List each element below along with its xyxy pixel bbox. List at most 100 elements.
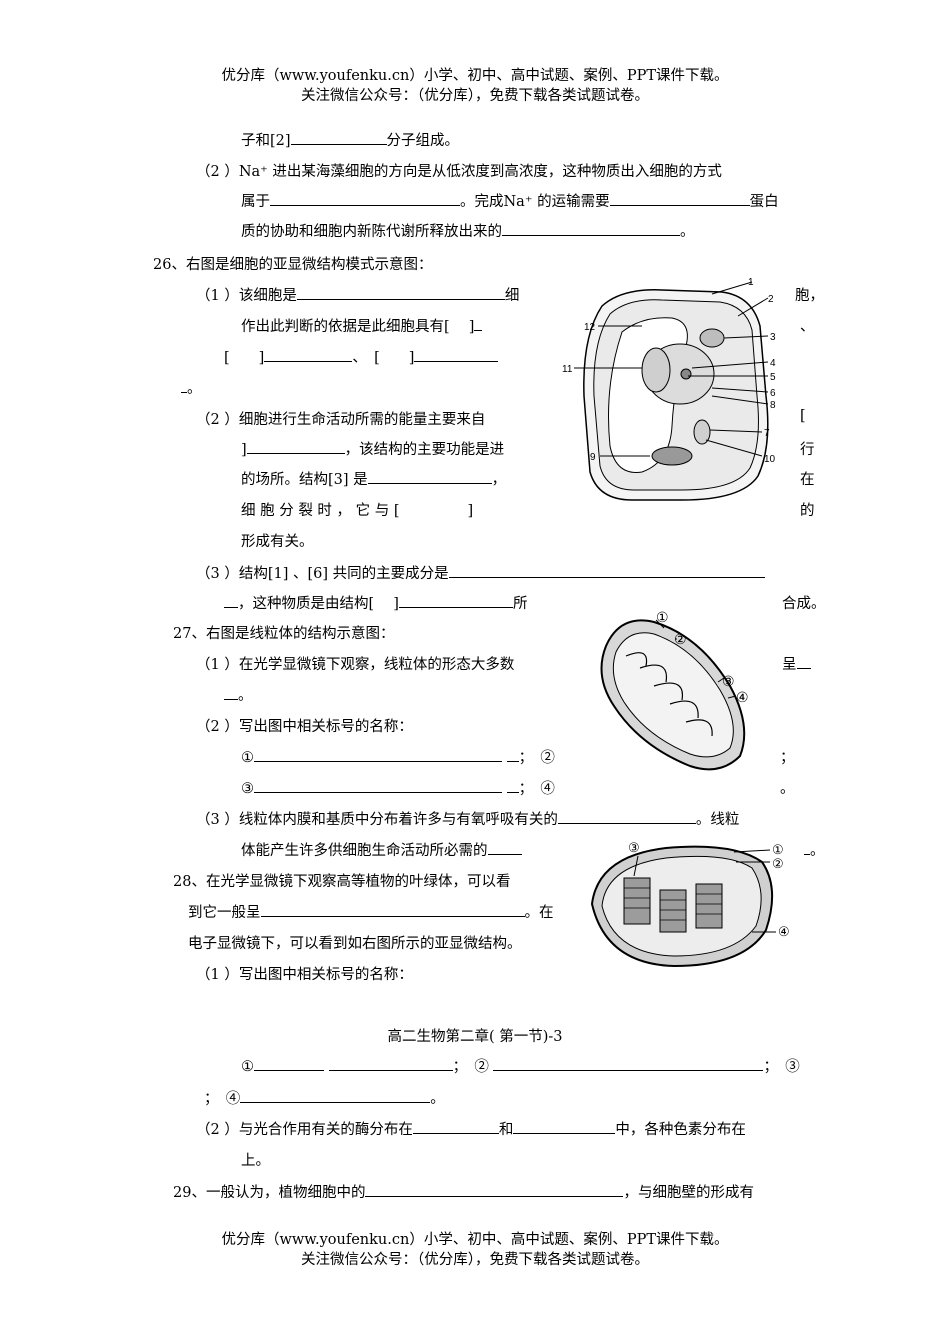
blank[interactable]: [448, 563, 765, 578]
q27-p3-line2: 体能产生许多供细胞生命活动所必需的: [241, 839, 522, 860]
q25-line-0: 子和[2]分子组成。: [241, 129, 459, 150]
q26-p2-tail3: 的: [800, 503, 815, 519]
q25-line-3: 质的协助和细胞内新陈代谢所释放出来的。: [241, 220, 695, 241]
mitochondrion-figure: ① ② ③ ④: [590, 606, 766, 776]
blank[interactable]: [365, 1182, 624, 1197]
blank[interactable]: [487, 840, 522, 855]
blank[interactable]: [502, 221, 680, 236]
blank[interactable]: [367, 469, 492, 484]
blank[interactable]: [254, 1056, 324, 1071]
blank[interactable]: [328, 1056, 453, 1071]
mito-label-4: ④: [736, 690, 749, 706]
blank[interactable]: [412, 1119, 499, 1134]
q26-p1-line4: 。: [181, 377, 202, 398]
q28-line1: 28、在光学显微镜下观察高等植物的叶绿体，可以看: [173, 874, 511, 890]
q26-p2-tail2: 在: [800, 472, 815, 488]
blank[interactable]: [414, 347, 499, 362]
q26-p1-line3: [ ]、 [ ]: [224, 346, 499, 367]
chloro-label-2: ②: [772, 857, 784, 872]
blank[interactable]: [557, 809, 696, 824]
blank[interactable]: [246, 439, 345, 454]
chloroplast-figure: ③ ① ② ④: [584, 838, 796, 972]
fig-label-6: 6: [770, 388, 776, 399]
q26-p1-line2: 作出此判断的依据是此细胞具有[ ]: [241, 315, 483, 336]
q26-p2-line5: 形成有关。: [241, 534, 314, 550]
footer-line-2: 关注微信公众号：（优分库），免费下载各类试题试卷。: [301, 1252, 649, 1268]
fig-label-3: 3: [770, 332, 776, 343]
chloro-label-3: ③: [628, 841, 640, 856]
blank[interactable]: [254, 778, 502, 793]
q28-line2: 到它一般呈。在: [188, 901, 554, 922]
q27-p3-line1: （3 ）线粒体内膜和基质中分布着许多与有氧呼吸有关的。线粒: [196, 808, 739, 829]
q26-p1-tail: 胞，: [795, 288, 824, 304]
q26-p1-tail2: 、: [800, 319, 815, 335]
q27-names-2: ③ ； ④: [241, 777, 555, 798]
q27-names-2-tail: 。: [780, 781, 795, 797]
q25-line-2: 属于。完成Na⁺ 的运输需要蛋白: [241, 190, 779, 211]
q27-p3-tail: 。: [804, 839, 825, 860]
blank[interactable]: [609, 191, 750, 206]
blank[interactable]: [493, 1056, 764, 1071]
blank[interactable]: [513, 1119, 616, 1134]
q28-names-2: ； ④。: [204, 1087, 445, 1108]
chloro-label-4: ④: [778, 925, 790, 940]
blank[interactable]: [181, 378, 187, 393]
blank[interactable]: [804, 840, 810, 855]
blank[interactable]: [796, 654, 811, 669]
q26-p2-tail: 行: [800, 442, 815, 458]
q28-line3: 电子显微镜下，可以看到如右图所示的亚显微结构。: [188, 936, 522, 952]
q28-names-1: ① ； ② ； ③: [241, 1055, 800, 1076]
fig-label-1: 1: [748, 277, 754, 288]
fig-label-5: 5: [770, 372, 776, 383]
fig-label-9: 9: [590, 452, 596, 463]
fig-label-2: 2: [768, 294, 774, 305]
fig-label-8: 8: [770, 400, 776, 411]
blank[interactable]: [290, 130, 387, 145]
fig-label-12: 12: [584, 322, 596, 333]
q26-title: 26、右图是细胞的亚显微结构模式示意图：: [153, 257, 433, 273]
blank[interactable]: [254, 747, 502, 762]
page-label: 高二生物第二章( 第一节)-3: [387, 1029, 563, 1045]
blank[interactable]: [264, 347, 353, 362]
q27-title: 27、右图是线粒体的结构示意图：: [173, 626, 395, 642]
blank[interactable]: [240, 1088, 431, 1103]
q27-p1-tail: 呈: [782, 653, 811, 674]
q26-p3-tail: 合成。: [782, 596, 826, 612]
mito-label-1: ①: [656, 610, 669, 626]
q26-p2-bracket: [: [800, 408, 806, 424]
q28-p2-line2: 上。: [241, 1153, 270, 1169]
q25-line-1: （2 ）Na⁺ 进出某海藻细胞的方向是从低浓度到高浓度，这种物质出入细胞的方式: [196, 164, 722, 180]
blank[interactable]: [224, 685, 238, 700]
q29-line: 29、一般认为，植物细胞中的，与细胞壁的形成有: [173, 1181, 754, 1202]
header-line-1: 优分库（www.youfenku.cn）小学、初中、高中试题、案例、PPT课件下…: [221, 68, 729, 84]
blank[interactable]: [270, 191, 460, 206]
q26-p3-line2: ，这种物质是由结构[ ]所: [224, 592, 527, 613]
q26-p2-line1: （2 ）细胞进行生命活动所需的能量主要来自: [196, 412, 486, 428]
blank[interactable]: [296, 285, 505, 300]
q28-p2-line1: （2 ）与光合作用有关的酶分布在和中，各种色素分布在: [196, 1118, 746, 1139]
q28-line4: （1 ）写出图中相关标号的名称：: [196, 967, 413, 983]
blank[interactable]: [474, 316, 483, 331]
blank[interactable]: [506, 778, 519, 793]
q27-names-1-tail: ；: [780, 750, 795, 766]
q26-p2-line2: ]，该结构的主要功能是进: [241, 438, 504, 459]
q26-p1-line1: （1 ）该细胞是细: [196, 284, 519, 305]
mito-label-2: ②: [674, 632, 687, 648]
q27-p1-line2: 。: [224, 684, 253, 705]
chloro-label-1: ①: [772, 843, 784, 858]
fig-label-7: 7: [764, 428, 770, 439]
mito-label-3: ③: [722, 674, 735, 690]
q27-p1-line1: （1 ）在光学显微镜下观察，线粒体的形态大多数: [196, 657, 515, 673]
blank[interactable]: [260, 902, 525, 917]
fig-label-10: 10: [764, 454, 776, 465]
q27-names-1: ① ； ②: [241, 746, 555, 767]
q26-p2-line4: 细 胞 分 裂 时 ， 它 与 []: [241, 503, 474, 519]
q26-p3-line1: （3 ）结构[1] 、[6] 共同的主要成分是: [196, 562, 765, 583]
fig-label-11: 11: [562, 364, 573, 375]
blank[interactable]: [398, 593, 513, 608]
q27-p2: （2 ）写出图中相关标号的名称：: [196, 719, 413, 735]
header-line-2: 关注微信公众号：（优分库），免费下载各类试题试卷。: [301, 88, 649, 104]
blank[interactable]: [224, 593, 238, 608]
plant-cell-figure: 1 2 3 4 5 6 8 7 10 9 11 12: [562, 276, 784, 510]
blank[interactable]: [506, 747, 519, 762]
